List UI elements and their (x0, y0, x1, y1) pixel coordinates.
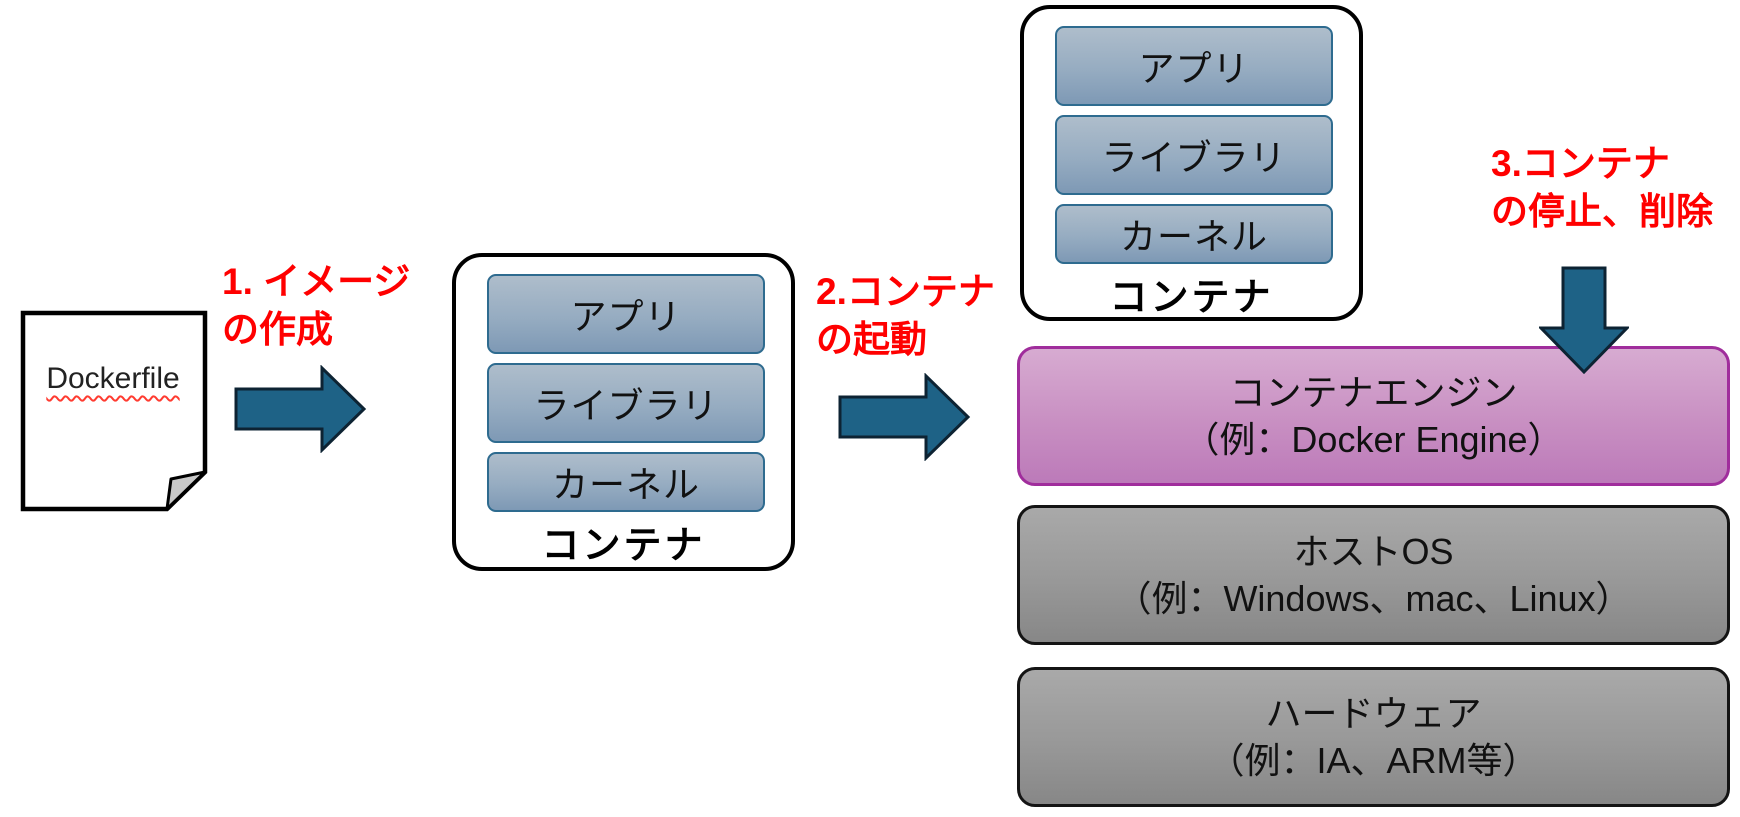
layer-kernel: カーネル (487, 452, 765, 512)
step2-label-line1: 2.コンテナ (816, 271, 995, 312)
layer-library: ライブラリ (487, 363, 765, 443)
step1-create-image-label: 1. イメージ の作成 (222, 258, 410, 354)
step3-label-line2: の停止、削除 (1491, 191, 1713, 232)
down-arrow-step3-icon (1539, 266, 1629, 374)
right-arrow-step1-icon (234, 365, 368, 453)
layer-library: ライブラリ (1055, 115, 1333, 195)
host-os-example: （例：Windows、mac、Linux） (1115, 578, 1632, 619)
document-icon (20, 310, 208, 512)
step1-label-line2: の作成 (222, 309, 333, 350)
step1-label-line1: 1. イメージ (222, 261, 411, 302)
right-arrow-step2-icon (838, 373, 972, 461)
container-box-1: アプリ ライブラリ カーネル コンテナ (452, 253, 795, 571)
container-engine-box: コンテナエンジン （例：Docker Engine） (1017, 346, 1730, 486)
hardware-title: ハードウェア (1265, 693, 1482, 734)
hardware-box: ハードウェア （例：IA、ARM等） (1017, 667, 1730, 807)
step2-start-container-label: 2.コンテナ の起動 (816, 268, 995, 364)
layer-app: アプリ (487, 274, 765, 354)
container-engine-example: （例：Docker Engine） (1183, 419, 1564, 460)
step3-label-line1: 3.コンテナ (1491, 143, 1670, 184)
step3-stop-delete-label: 3.コンテナ の停止、削除 (1491, 140, 1713, 236)
step2-label-line2: の起動 (816, 319, 927, 360)
hardware-example: （例：IA、ARM等） (1208, 740, 1539, 781)
dockerfile-label: Dockerfile (46, 362, 180, 395)
container2-title: コンテナ (1109, 277, 1274, 319)
dockerfile-document: Dockerfile (20, 310, 210, 512)
container-box-2: アプリ ライブラリ カーネル コンテナ (1020, 5, 1363, 321)
layer-app: アプリ (1055, 26, 1333, 106)
host-os-box: ホストOS （例：Windows、mac、Linux） (1017, 505, 1730, 645)
layer-kernel: カーネル (1055, 204, 1333, 264)
container-engine-title: コンテナエンジン (1229, 372, 1518, 413)
container1-title: コンテナ (541, 525, 706, 567)
host-os-title: ホストOS (1293, 531, 1454, 572)
